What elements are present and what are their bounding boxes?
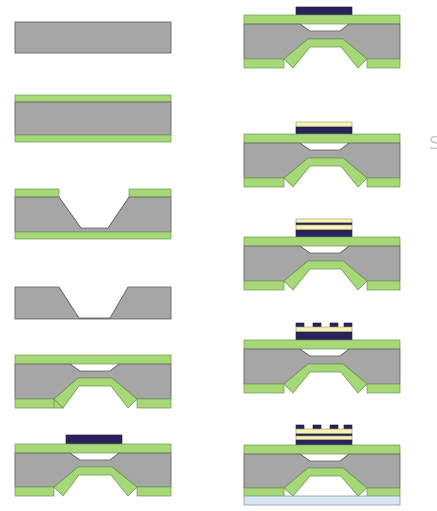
step-9-multilayer-stack (243, 218, 401, 291)
edge-glyph: S (429, 133, 437, 154)
step-1-bare-substrate (14, 21, 172, 54)
step-5-reoxidation (14, 354, 172, 409)
step-4-oxide-strip (14, 286, 172, 320)
step-2-oxidized-wafer (14, 94, 172, 143)
step-11-bonded-glass (243, 424, 401, 506)
step-7-patterned-metal (243, 6, 401, 69)
step-3-cavity-etch (14, 188, 172, 240)
step-10-patterned-top (243, 322, 401, 394)
step-8-first-film (243, 121, 401, 188)
step-6-metal-pad (14, 434, 172, 497)
